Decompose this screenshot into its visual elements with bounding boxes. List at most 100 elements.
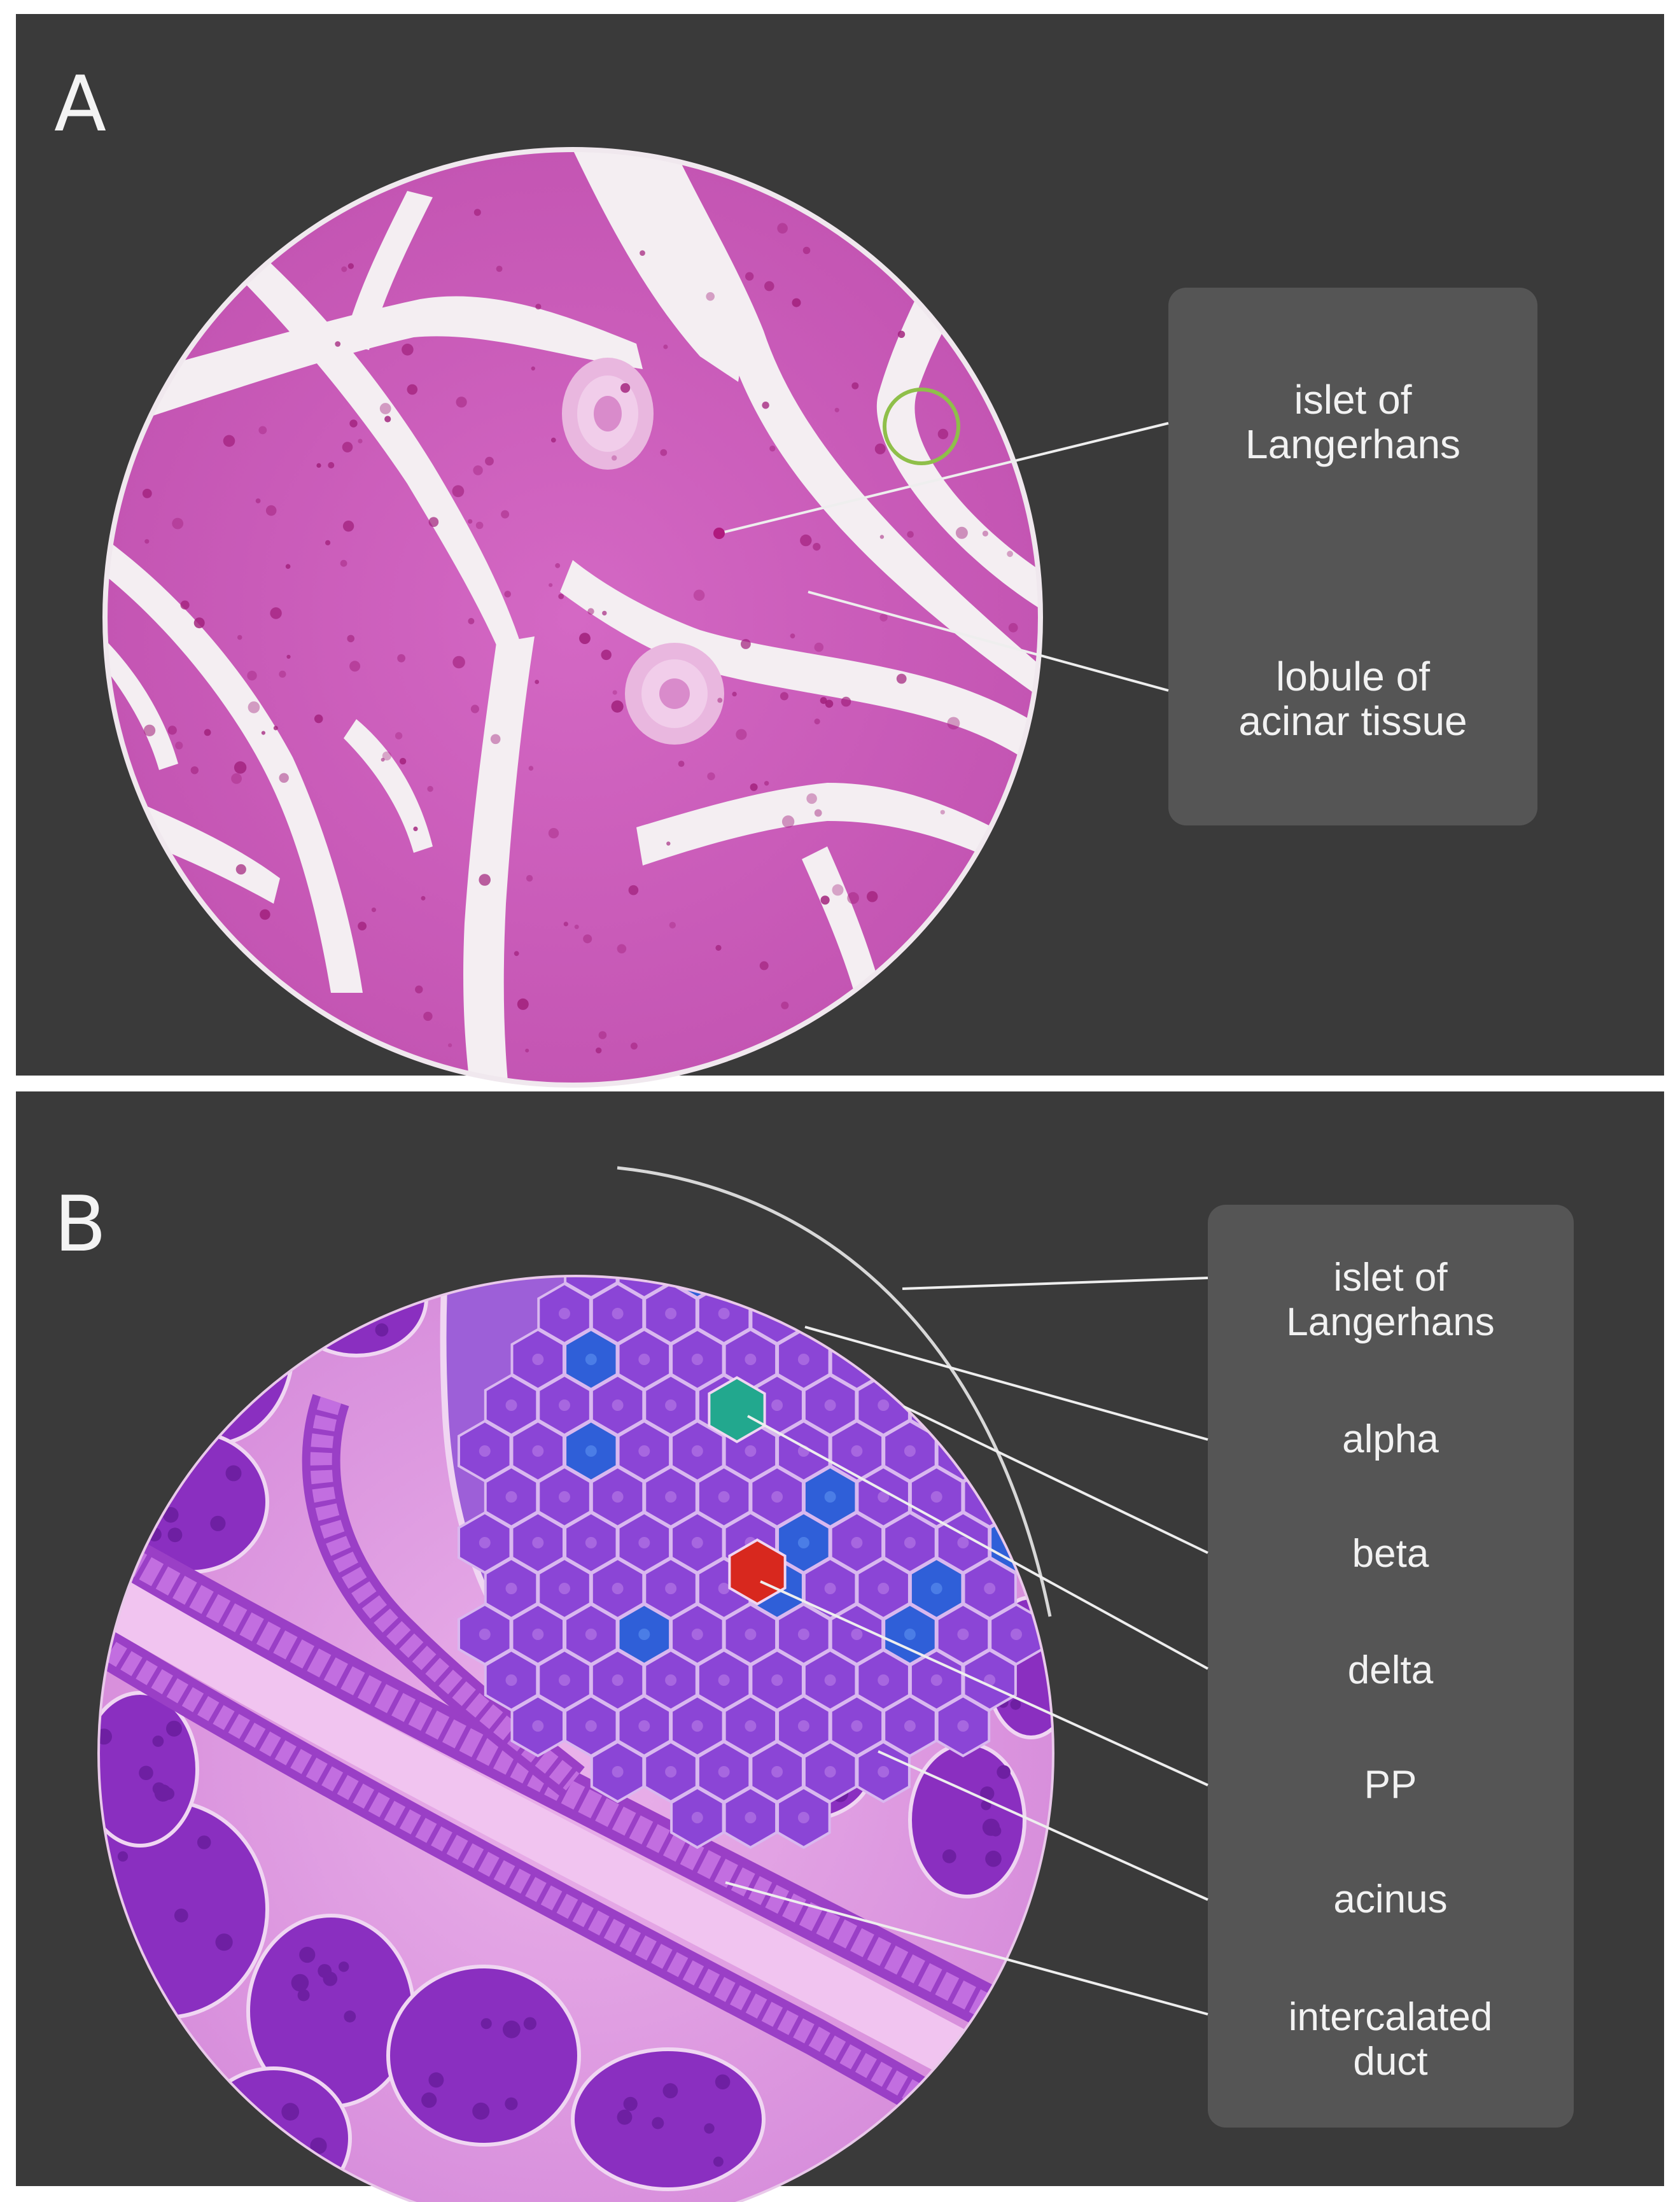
tissue-nucleus-dot [535,680,540,684]
tissue-nucleus-dot [279,773,289,783]
tissue-nucleus-dot [448,1043,452,1048]
tissue-nucleus-dot [427,785,433,792]
acinus-lobe [908,1742,1026,1898]
tissue-nucleus-dot [947,717,960,730]
tissue-nucleus-dot [234,761,247,774]
tissue-nucleus-dot [706,292,715,301]
tissue-nucleus-dot [806,793,817,804]
tissue-nucleus-dot [314,714,323,724]
tissue-nucleus-dot [342,521,354,532]
panel-b-delta-label: delta [1348,1648,1434,1692]
tissue-nucleus-dot [413,826,418,831]
panel-b-duct [99,1394,1053,2168]
tissue-nucleus-dot [982,530,988,537]
tissue-nucleus-dot [279,670,286,678]
tissue-nucleus-dot [167,726,177,735]
tissue-nucleus-dot [847,892,859,904]
panel-b-leader-duct [725,1881,1208,2016]
tissue-nucleus-dot [514,951,519,957]
tissue-nucleus-dot [349,661,361,672]
tissue-nucleus-dot [1007,550,1013,558]
tissue-nucleus-dot [548,828,559,839]
tissue-nucleus-dot [550,437,556,443]
tissue-nucleus-dot [813,543,821,551]
tissue-nucleus-dot [940,810,945,815]
tissue-nucleus-dot [574,924,579,929]
tissue-nucleus-dot [223,435,235,447]
tissue-nucleus-dot [630,1042,638,1050]
tissue-nucleus-dot [172,517,184,529]
tissue-nucleus-dot [479,874,491,886]
tissue-nucleus-dot [421,895,426,901]
tissue-nucleus-dot [558,593,564,600]
tissue-nucleus-dot [879,614,888,622]
tissue-nucleus-dot [382,751,392,761]
panel-a-leader-lobule [808,591,1169,692]
tissue-nucleus-dot [814,809,822,817]
tissue-nucleus-dot [745,272,754,281]
tissue-nucleus-dot [780,692,788,701]
tissue-nucleus-dot [265,505,277,516]
tissue-nucleus-dot [598,1031,607,1039]
tissue-nucleus-dot [535,304,542,310]
tissue-nucleus-dot [955,526,968,539]
panel-b-leader-pp [760,1580,1208,1786]
tissue-nucleus-dot [237,635,242,640]
acinus-lobe [571,2047,766,2191]
tissue-nucleus-dot [501,510,510,519]
tissue-nucleus-dot [468,519,473,524]
tissue-nucleus-dot [340,559,347,567]
tissue-nucleus-dot [663,344,668,349]
tissue-nucleus-dot [517,998,529,1010]
tissue-nucleus-dot [781,815,795,828]
tissue-nucleus-dot [407,384,418,395]
tissue-nucleus-dot [874,443,886,454]
tissue-nucleus-dot [896,673,907,684]
panel-b-beta-label: beta [1352,1532,1429,1576]
panel-a-leader-islet [718,422,1169,535]
tissue-nucleus-dot [475,521,484,529]
tissue-nucleus-dot [231,773,242,784]
tissue-nucleus-dot [273,726,278,731]
tissue-nucleus-dot [617,944,627,954]
tissue-nucleus-dot [456,396,467,408]
tissue-nucleus-dot [397,654,405,663]
tissue-nucleus-dot [660,449,668,456]
tissue-nucleus-dot [601,649,612,661]
tissue-nucleus-dot [666,841,671,846]
tissue-nucleus-dot [879,535,885,539]
tissue-nucleus-dot [384,416,391,423]
panel-a-lobule-label-line2: acinar tissue [1238,698,1467,744]
tissue-nucleus-dot [504,591,511,598]
tissue-nucleus-dot [867,891,878,902]
tissue-nucleus-dot [841,696,851,707]
tissue-nucleus-dot [473,209,481,216]
tissue-nucleus-dot [563,922,568,927]
tissue-nucleus-dot [762,402,769,409]
tissue-nucleus-dot [485,456,494,466]
tissue-nucleus-dot [247,670,257,681]
tissue-nucleus-dot [258,426,267,435]
tissue-nucleus-dot [144,539,150,544]
tissue-nucleus-dot [496,265,503,272]
tissue-nucleus-dot [741,639,751,649]
tissue-nucleus-dot [669,922,676,929]
tissue-nucleus-dot [261,731,265,735]
panel-b-duct-label-line2: duct [1353,2040,1427,2084]
tissue-nucleus-dot [428,517,439,527]
tissue-nucleus-dot [937,428,949,440]
tissue-nucleus-dot [235,864,246,875]
panel-b-leader-acinus [878,1750,1208,1901]
panel-a-islet-label-line1: islet of [1294,377,1412,423]
panel-b-letter: B [54,1181,106,1269]
tissue-nucleus-dot [341,266,347,272]
tissue-nucleus-dot [285,564,291,569]
tissue-nucleus-dot [602,610,607,616]
panel-a-islet-upper [562,358,654,470]
tissue-nucleus-dot [834,407,839,412]
panel-b-duct-label-line1: intercalated [1289,1995,1493,2039]
panel-b-leader-islet [902,1277,1208,1290]
tissue-nucleus-dot [759,961,769,971]
panel-a-letter: A [54,60,106,149]
tissue-nucleus-dot [526,874,533,882]
